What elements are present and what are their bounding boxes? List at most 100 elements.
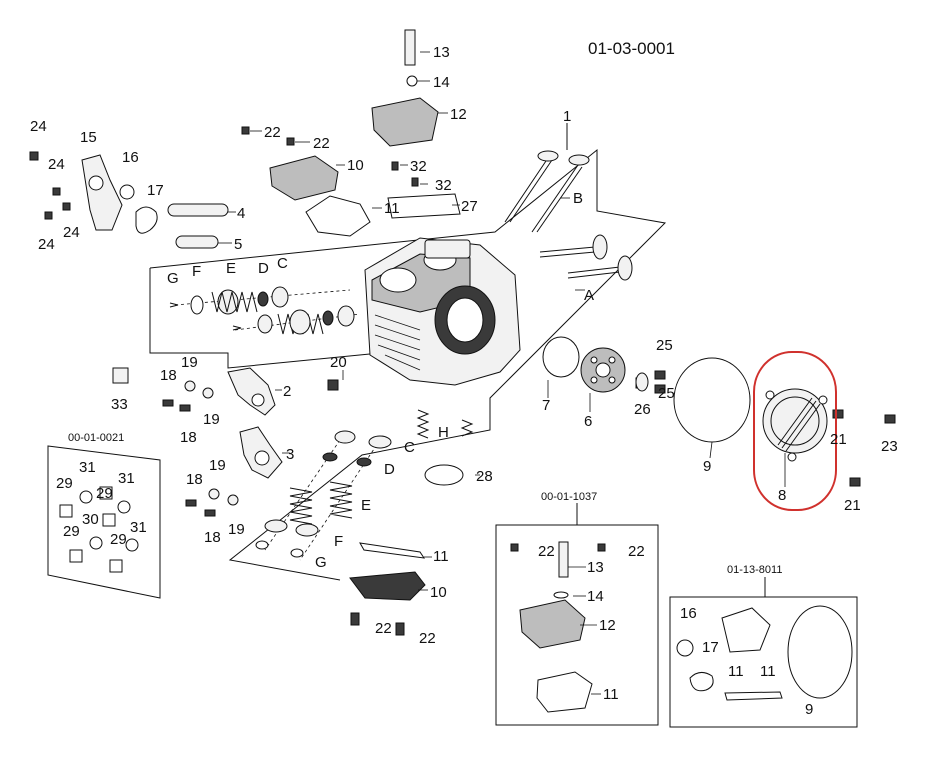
label-G: G xyxy=(167,270,179,287)
chain-tensioner-cap xyxy=(635,372,649,392)
label-24d: 24 xyxy=(38,236,55,253)
label-11e: 11 xyxy=(603,686,619,703)
label-27: 27 xyxy=(461,198,478,215)
label-E2: E xyxy=(361,497,371,514)
label-10b: 10 xyxy=(430,584,447,601)
label-7: 7 xyxy=(542,397,550,414)
label-4: 4 xyxy=(237,205,245,222)
label-13: 13 xyxy=(433,44,450,61)
label-22a: 22 xyxy=(264,124,281,141)
label-20: 20 xyxy=(330,354,347,371)
label-F: F xyxy=(192,263,201,280)
rocker-shafts xyxy=(167,203,229,249)
label-28: 28 xyxy=(476,468,493,485)
label-11a: 11 xyxy=(384,200,400,217)
label-24c: 24 xyxy=(63,224,80,241)
label-10: 10 xyxy=(347,157,364,174)
label-D2: D xyxy=(384,461,395,478)
label-22c: 22 xyxy=(538,543,555,560)
label-C2: C xyxy=(404,439,415,456)
label-9a: 9 xyxy=(703,458,711,475)
diagram-code: 01-03-0001 xyxy=(588,39,675,58)
label-D: D xyxy=(258,260,269,277)
label-24a: 24 xyxy=(30,118,47,135)
side-cover xyxy=(762,388,828,462)
label-14b: 14 xyxy=(587,588,604,605)
label-26: 26 xyxy=(634,401,651,418)
label-15: 15 xyxy=(80,129,97,146)
label-30: 30 xyxy=(82,511,99,528)
label-19c: 19 xyxy=(209,457,226,474)
label-A: A xyxy=(584,287,594,304)
label-B: B xyxy=(573,190,583,207)
label-E: E xyxy=(226,260,236,277)
tappet-caps xyxy=(269,29,586,649)
cylinder-head xyxy=(364,237,521,386)
leader-lines xyxy=(218,51,786,695)
label-16: 16 xyxy=(122,149,139,166)
label-31c: 31 xyxy=(130,519,147,536)
label-25b: 25 xyxy=(658,385,675,402)
label-21b: 21 xyxy=(844,497,861,514)
label-25a: 25 xyxy=(656,337,673,354)
valves xyxy=(504,150,633,281)
label-F2: F xyxy=(334,533,343,550)
label-H: H xyxy=(438,424,449,441)
label-21a: 21 xyxy=(830,431,847,448)
label-C: C xyxy=(277,255,288,272)
label-33: 33 xyxy=(111,396,128,413)
label-31b: 31 xyxy=(118,470,135,487)
label-9b: 9 xyxy=(805,701,813,718)
valve-spring-set-upper xyxy=(169,286,361,335)
label-19a: 19 xyxy=(181,354,198,371)
label-5: 5 xyxy=(234,236,242,253)
fasteners xyxy=(29,126,896,636)
label-18d: 18 xyxy=(204,529,221,546)
label-19d: 19 xyxy=(228,521,245,538)
label-24b: 24 xyxy=(48,156,65,173)
label-22f: 22 xyxy=(419,630,436,647)
label-18a: 18 xyxy=(160,367,177,384)
label-31a: 31 xyxy=(79,459,96,476)
label-17: 17 xyxy=(147,182,164,199)
label-19b: 19 xyxy=(203,411,220,428)
rocker-arms xyxy=(81,154,283,479)
label-17b: 17 xyxy=(702,639,719,656)
label-2: 2 xyxy=(283,383,291,400)
label-11c: 11 xyxy=(728,663,744,680)
label-13b: 13 xyxy=(587,559,604,576)
label-11d: 11 xyxy=(760,663,776,680)
label-29b: 29 xyxy=(96,485,113,502)
label-22d: 22 xyxy=(628,543,645,560)
cam-sprocket xyxy=(580,347,626,393)
label-8: 8 xyxy=(778,487,786,504)
nuts-kit-box: 00-01-0021 xyxy=(47,432,161,599)
nuts-kit-code: 00-01-0021 xyxy=(68,432,124,444)
gasket-kit-code: 01-13-8011 xyxy=(727,564,782,576)
label-18b: 18 xyxy=(180,429,197,446)
cap-kit-box: 00-01-1037 xyxy=(495,491,659,726)
label-16b: 16 xyxy=(680,605,697,622)
label-29d: 29 xyxy=(110,531,127,548)
label-6: 6 xyxy=(584,413,592,430)
gasket-kit-box: 01-13-8011 xyxy=(669,564,858,728)
label-G2: G xyxy=(315,554,327,571)
label-29a: 29 xyxy=(56,475,73,492)
label-12: 12 xyxy=(450,106,467,123)
part-labels: 13 14 12 1 24 15 22 22 16 24 10 32 32 17… xyxy=(30,44,898,718)
valve-spring-set-lower xyxy=(255,409,474,561)
label-18c: 18 xyxy=(186,471,203,488)
label-14: 14 xyxy=(433,74,450,91)
label-12b: 12 xyxy=(599,617,616,634)
label-1: 1 xyxy=(563,108,571,125)
label-22e: 22 xyxy=(375,620,392,637)
cylinder-head-frame xyxy=(149,123,667,581)
label-22b: 22 xyxy=(313,135,330,152)
label-23: 23 xyxy=(881,438,898,455)
label-32b: 32 xyxy=(435,177,452,194)
label-29c: 29 xyxy=(63,523,80,540)
highlight-ring xyxy=(753,351,837,511)
label-32a: 32 xyxy=(410,158,427,175)
label-11b: 11 xyxy=(433,548,449,565)
